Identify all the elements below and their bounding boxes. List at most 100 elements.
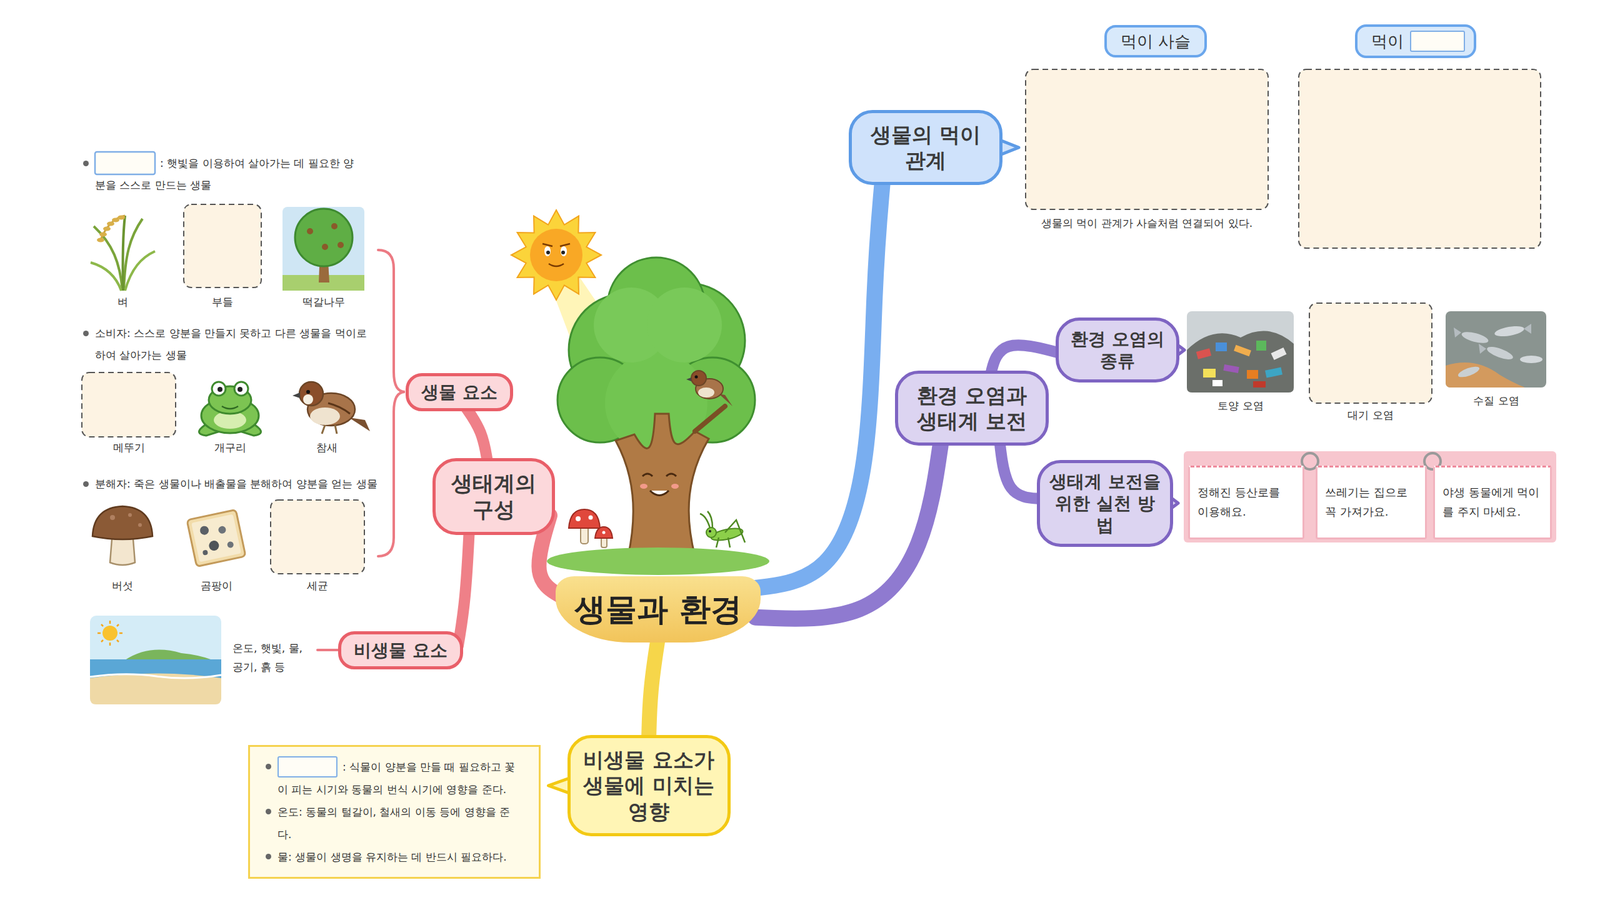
moldy-bread — [186, 510, 246, 567]
caption: 벼 — [117, 295, 129, 309]
sun — [530, 228, 583, 282]
note-text: 온도, 햇빛, 물, 공기, 흙 등 — [232, 638, 313, 677]
frog — [211, 381, 226, 396]
label-holder: 분해자: 죽은 생물이나 배출물을 분해하여 양분을 얻는 생물 — [95, 473, 389, 495]
branch-connector — [538, 515, 561, 597]
water-pollution-photo — [1478, 343, 1487, 354]
sun — [560, 246, 567, 257]
beach-scene — [102, 625, 118, 641]
water-pollution-photo — [1493, 324, 1525, 339]
rice-plant — [100, 215, 125, 242]
label-holder: 세균 — [306, 578, 329, 593]
sub-bubble: 생물 요소 — [405, 373, 514, 412]
blank-box — [81, 372, 176, 437]
sun — [546, 250, 550, 255]
sparrow — [328, 403, 350, 414]
oak-tree — [306, 228, 314, 235]
moldy-bread — [191, 514, 242, 563]
beach-scene — [90, 615, 222, 705]
oak-tree — [295, 208, 353, 267]
sparrow — [310, 407, 340, 425]
card-strip — [1183, 451, 1557, 543]
caption: 부들 — [211, 295, 234, 309]
tip-card: 쓰레기는 집으로 꼭 가져가요. — [1315, 465, 1427, 540]
branch-connector — [648, 637, 659, 740]
tip-card: 야생 동물에게 먹이를 주지 마세요. — [1433, 465, 1552, 540]
beach-scene — [125, 650, 213, 660]
moldy-bread — [199, 525, 210, 536]
small-mushrooms — [602, 531, 606, 535]
mushroom — [128, 513, 132, 517]
tree — [646, 287, 722, 363]
bird — [698, 387, 715, 398]
grass — [546, 547, 770, 575]
soil-pollution-photo — [1186, 331, 1294, 393]
frog — [234, 381, 249, 396]
soil-pollution-photo — [1215, 342, 1227, 352]
soil-pollution-photo — [1186, 311, 1294, 393]
bird — [695, 375, 699, 379]
connectors — [458, 180, 1061, 740]
bird — [691, 370, 707, 386]
bubble-tail — [995, 138, 1019, 157]
water-pollution-photo — [1445, 311, 1547, 388]
tree — [695, 406, 725, 432]
rice-plant — [99, 232, 107, 237]
node-text: 환경 오염의 종류 — [1067, 328, 1168, 372]
branch-connector — [990, 345, 1061, 375]
sun — [542, 243, 570, 247]
node-text: 야생 동물에게 먹이를 주지 마세요. — [1442, 483, 1543, 522]
moldy-bread — [202, 549, 209, 555]
label-holder: 온도, 햇빛, 물, 공기, 흙 등 — [232, 638, 313, 677]
node-text: 비생물 요소가 생물에 미치는 영향 — [581, 746, 717, 825]
soil-pollution-photo — [1246, 370, 1259, 379]
mushroom — [110, 515, 115, 520]
water-pollution-photo — [1445, 362, 1525, 388]
caption: 토양 오염 — [1217, 398, 1264, 413]
soil-pollution-photo — [1270, 347, 1287, 360]
branch-connector — [465, 406, 489, 464]
sun — [511, 210, 602, 300]
label-holder: 참새 — [316, 440, 338, 455]
small-mushrooms — [595, 526, 613, 539]
heading-tag: 먹이 사슬 — [1104, 25, 1207, 59]
rice-plant — [125, 251, 155, 291]
soil-pollution-photo — [1196, 348, 1212, 359]
sparrow — [299, 381, 324, 406]
sparrow — [303, 394, 314, 405]
rice-plant — [90, 215, 155, 292]
beach-scene — [90, 615, 222, 705]
caption: 떡갈나무 — [302, 295, 345, 309]
node-text: 정해진 등산로를 이용해요. — [1197, 483, 1289, 522]
sun — [544, 246, 551, 257]
oak-tree — [337, 241, 344, 249]
oak-tree — [282, 206, 365, 291]
caption: 버섯 — [111, 578, 134, 593]
tree — [671, 483, 679, 489]
rice-plant — [122, 215, 125, 291]
node-text: 비생물 요소 — [353, 639, 448, 662]
mushroom — [92, 506, 153, 565]
grasshopper — [706, 527, 717, 538]
moldy-bread — [186, 510, 246, 567]
leader-line — [317, 648, 341, 652]
sparrow — [306, 390, 310, 394]
sub-bubble: 환경 오염의 종류 — [1055, 317, 1180, 383]
water-pollution-photo — [1453, 327, 1462, 338]
sun — [561, 250, 565, 255]
sparrow — [348, 417, 370, 432]
bubble-tail — [1165, 493, 1179, 513]
sparrow — [321, 425, 337, 434]
moldy-bread — [226, 541, 235, 549]
tree — [615, 413, 709, 557]
soil-pollution-photo — [1253, 381, 1266, 388]
tip-card: 정해진 등산로를 이용해요. — [1188, 465, 1305, 540]
caption: 생물의 먹이 관계가 사슬처럼 연결되어 있다. — [1041, 216, 1253, 230]
rice-plant — [93, 226, 123, 291]
label-holder: 떡갈나무 — [302, 295, 345, 309]
caption: 메뚜기 — [113, 440, 145, 455]
sub-bubble: 생태계 보전을 위한 실천 방법 — [1036, 460, 1174, 547]
branch-bubble: 생태계의 구성 — [432, 458, 555, 535]
bird — [718, 393, 733, 407]
